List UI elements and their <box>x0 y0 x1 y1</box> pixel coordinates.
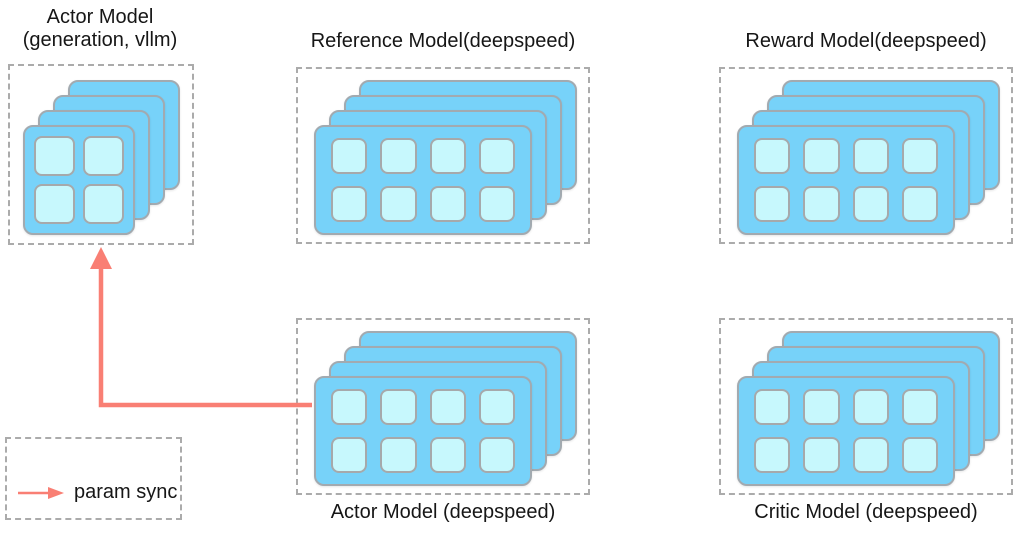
gpu-card <box>23 125 135 235</box>
gpu-cell <box>478 186 515 222</box>
actor-vllm-title-line2: (generation, vllm) <box>22 29 178 51</box>
gpu-grid <box>316 378 530 484</box>
gpu-cell <box>803 437 840 473</box>
actor-vllm-gpu-stack <box>23 80 180 235</box>
gpu-cell <box>803 389 840 425</box>
gpu-cell <box>754 186 791 222</box>
gpu-cell <box>901 186 938 222</box>
gpu-cell <box>331 186 368 222</box>
gpu-cell <box>331 389 368 425</box>
gpu-cell <box>429 389 466 425</box>
reference-model-title: Reference Model(deepspeed) <box>310 30 576 52</box>
gpu-cell <box>429 437 466 473</box>
gpu-cell <box>380 389 417 425</box>
gpu-cell <box>754 138 791 174</box>
gpu-cell <box>478 437 515 473</box>
gpu-cell <box>478 138 515 174</box>
gpu-cell <box>803 138 840 174</box>
gpu-cell <box>83 184 124 224</box>
gpu-cell <box>852 389 889 425</box>
reference-gpu-stack <box>314 80 577 235</box>
critic-gpu-stack <box>737 331 1000 486</box>
critic-model-title: Critic Model (deepspeed) <box>754 501 978 523</box>
gpu-grid <box>316 127 530 233</box>
arrow-head <box>48 486 64 499</box>
gpu-cell <box>34 184 75 224</box>
legend-label: param sync <box>74 481 178 503</box>
reward-model-box <box>719 67 1013 244</box>
connector-line <box>98 262 312 408</box>
gpu-cell <box>380 437 417 473</box>
param-sync-arrow-icon <box>18 486 64 499</box>
gpu-cell <box>852 186 889 222</box>
gpu-cell <box>380 138 417 174</box>
gpu-card <box>314 125 532 235</box>
gpu-cell <box>34 136 75 176</box>
actor-vllm-box <box>8 64 194 245</box>
actor-deepspeed-title: Actor Model (deepspeed) <box>330 501 556 523</box>
gpu-cell <box>901 138 938 174</box>
gpu-card <box>314 376 532 486</box>
legend-row: param sync <box>17 481 177 504</box>
reference-model-box <box>296 67 590 244</box>
gpu-cell <box>754 389 791 425</box>
reward-model-title: Reward Model(deepspeed) <box>745 30 987 52</box>
gpu-cell <box>754 437 791 473</box>
actor-deepspeed-box <box>296 318 590 495</box>
gpu-card <box>737 125 955 235</box>
gpu-cell <box>380 186 417 222</box>
gpu-cell <box>478 389 515 425</box>
gpu-grid <box>739 378 953 484</box>
gpu-grid <box>739 127 953 233</box>
gpu-cell <box>429 186 466 222</box>
actor-vllm-title-line1: Actor Model <box>46 6 154 28</box>
gpu-cell <box>852 138 889 174</box>
gpu-grid <box>25 127 133 233</box>
gpu-cell <box>331 138 368 174</box>
gpu-cell <box>331 437 368 473</box>
connector-arrow-head <box>90 247 112 269</box>
actor-vllm-title: Actor Model (generation, vllm) <box>5 6 195 52</box>
gpu-cell <box>901 389 938 425</box>
gpu-cell <box>852 437 889 473</box>
critic-model-box <box>719 318 1013 495</box>
gpu-cell <box>803 186 840 222</box>
reward-gpu-stack <box>737 80 1000 235</box>
legend-box: param sync <box>5 437 182 520</box>
actor-deepspeed-gpu-stack <box>314 331 577 486</box>
gpu-cell <box>429 138 466 174</box>
gpu-cell <box>83 136 124 176</box>
gpu-cell <box>901 437 938 473</box>
gpu-card <box>737 376 955 486</box>
